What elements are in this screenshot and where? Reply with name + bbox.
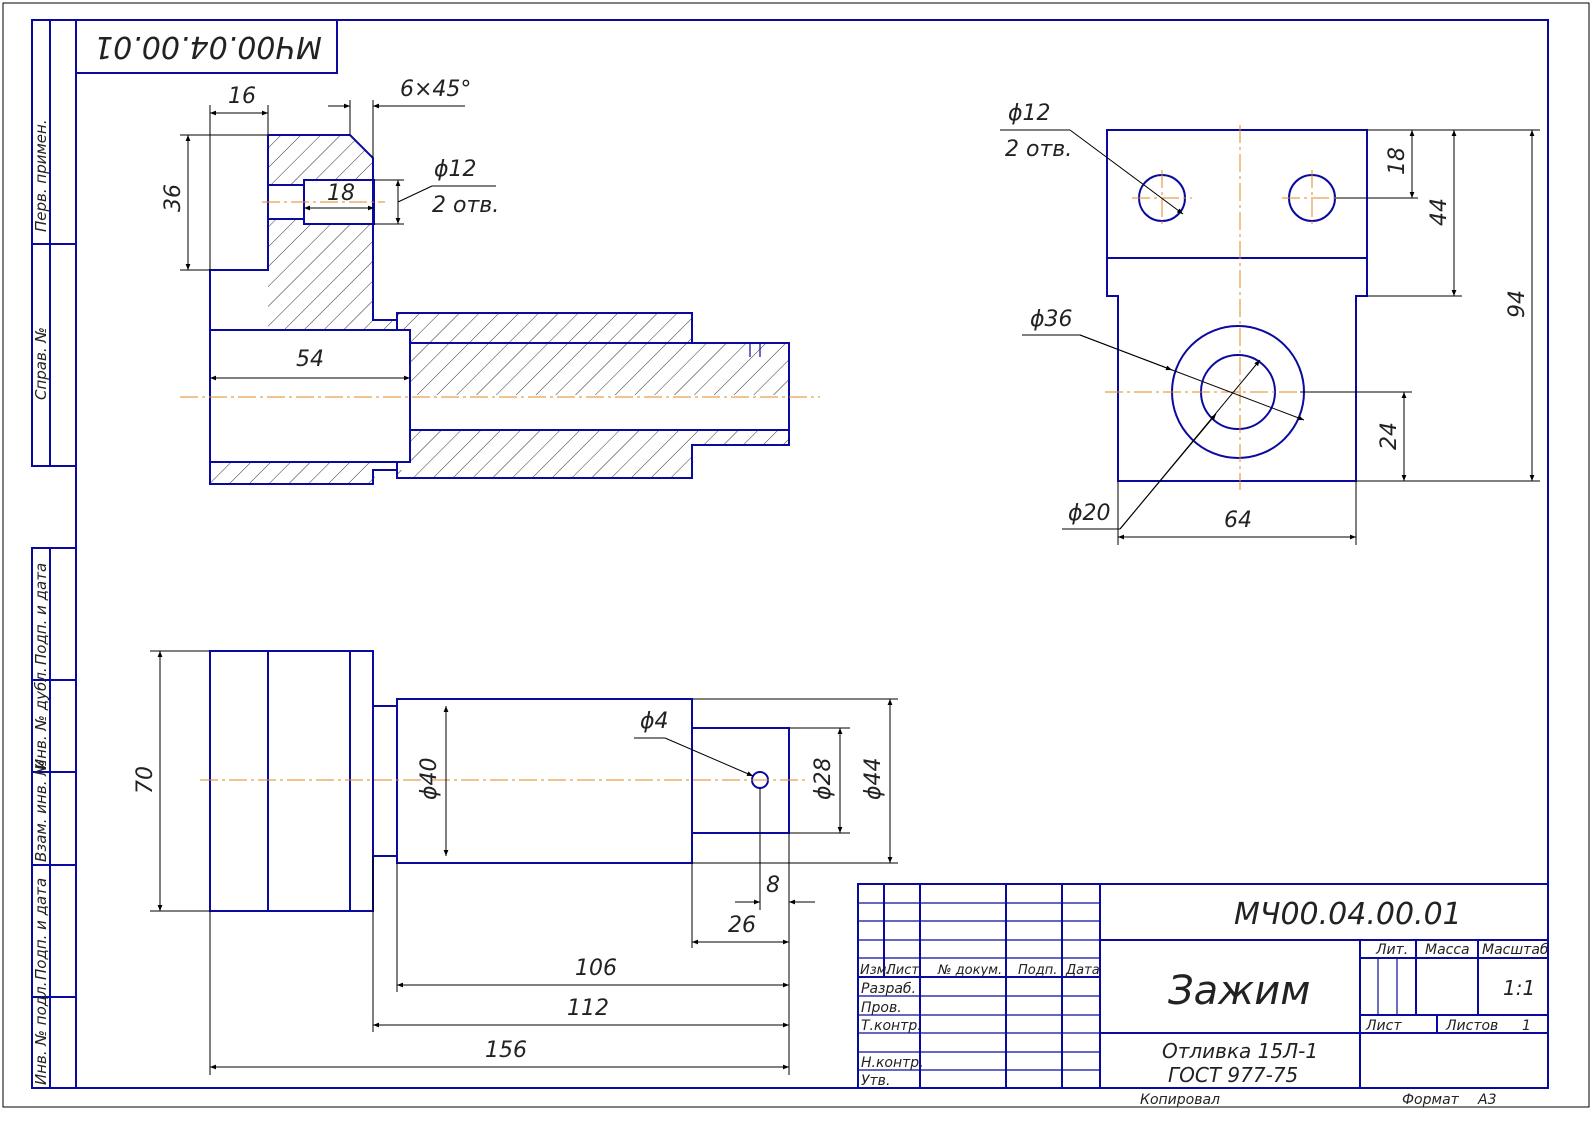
dim-phi12b: ϕ12 (1008, 101, 1051, 126)
tb-razrab: Разраб. (861, 981, 916, 997)
dim-2otv-b: 2 отв. (1005, 137, 1072, 162)
dim-70: 70 (133, 766, 158, 794)
dim-phi4: ϕ4 (640, 709, 669, 734)
top-view: 70 ϕ40 ϕ4 ϕ28 ϕ44 8 26 106 112 156 (133, 650, 898, 1075)
side-label-inv-dubl: Инв. № дубл. (32, 667, 50, 770)
dim-156: 156 (485, 1038, 527, 1063)
dim-phi20: ϕ20 (1068, 501, 1111, 526)
tb-sheets: 1 (1522, 1018, 1531, 1034)
copied-label: Копировал (1140, 1092, 1220, 1108)
tb-izm: Изм. (860, 963, 891, 978)
tb-doc: № докум. (937, 963, 1002, 978)
side-label-inv-podl: Инв. № подл. (32, 982, 50, 1085)
tb-sheets-h: Листов (1445, 1018, 1498, 1034)
dim-18a: 18 (327, 181, 355, 206)
tb-material-2: ГОСТ 977-75 (1168, 1063, 1298, 1087)
tb-tkontr: Т.контр. (861, 1018, 922, 1034)
tb-list: Лист (885, 963, 919, 978)
tb-utv: Утв. (861, 1073, 890, 1089)
side-label-sprav: Справ. № (32, 327, 50, 400)
side-strip: Перв. примен. Справ. № Подп. и дата Инв.… (31, 19, 77, 1089)
dim-106: 106 (575, 956, 617, 981)
format-label: Формат (1402, 1092, 1460, 1108)
dim-8: 8 (766, 873, 780, 898)
dim-64: 64 (1224, 508, 1252, 533)
dim-54: 54 (296, 347, 324, 372)
dim-chamfer: 6×45° (400, 77, 471, 102)
tb-date: Дата (1065, 963, 1100, 978)
dim-phi28: ϕ28 (811, 757, 836, 800)
dim-24: 24 (1377, 422, 1402, 450)
tb-nkontr: Н.контр. (861, 1055, 924, 1071)
tb-lit: Лит. (1375, 942, 1408, 958)
side-label-podp1: Подп. и дата (32, 563, 50, 665)
tb-sign: Подп. (1018, 963, 1057, 978)
dim-phi36: ϕ36 (1030, 307, 1073, 332)
format-value: А3 (1477, 1092, 1496, 1108)
tb-sheet: Лист (1365, 1018, 1402, 1034)
tb-scale: 1:1 (1503, 976, 1535, 1000)
dim-44: 44 (1427, 198, 1452, 226)
side-view: ϕ12 2 отв. 18 44 94 24 ϕ36 ϕ20 64 (1000, 101, 1540, 545)
top-number-box: МЧ00.04.00.01 (75, 19, 338, 74)
tb-mass: Масса (1425, 942, 1470, 958)
dim-36: 36 (161, 184, 186, 212)
section-view: 16 36 6×45° 18 ϕ12 2 отв. 54 (161, 77, 820, 485)
side-label-podp2: Подп. и дата (32, 878, 50, 980)
dim-2otv-a: 2 отв. (432, 193, 499, 218)
tb-title: Зажим (1168, 968, 1310, 1014)
dim-phi40: ϕ40 (417, 757, 442, 800)
tb-drawing-number: МЧ00.04.00.01 (1234, 897, 1462, 932)
dim-phi12a: ϕ12 (434, 157, 477, 182)
side-label-perv: Перв. примен. (32, 119, 50, 232)
dim-112: 112 (567, 996, 609, 1021)
side-label-vzam: Взам. инв. № (32, 760, 50, 862)
dim-16: 16 (228, 84, 256, 109)
title-block: Изм. Лист № докум. Подп. Дата Разраб. Пр… (857, 883, 1549, 1089)
dim-26: 26 (728, 913, 756, 938)
tb-material-1: Отливка 15Л-1 (1162, 1039, 1318, 1063)
tb-prov: Пров. (861, 1000, 902, 1016)
dim-18b: 18 (1385, 147, 1410, 175)
top-number-rotated: МЧ00.04.00.01 (94, 29, 322, 64)
tb-scale-h: Масштаб (1482, 942, 1549, 958)
outer-border (2, 2, 1590, 1108)
dim-94: 94 (1505, 290, 1530, 318)
dim-phi44: ϕ44 (861, 757, 886, 800)
